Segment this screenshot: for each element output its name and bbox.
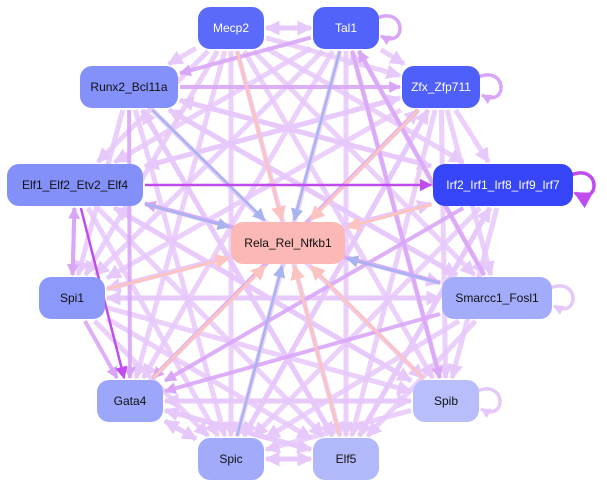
edge-Elf5-to-Runx2_Bcl11a <box>140 108 335 438</box>
edge-Mecp2-to-Runx2_Bcl11a <box>167 46 198 67</box>
node-label: Zfx_Zfp711 <box>411 80 471 94</box>
self-loop-Spib <box>476 387 502 419</box>
node-Rela_Rel_Nfkb1[interactable]: Rela_Rel_Nfkb1 <box>231 222 345 264</box>
edge-Zfx_Zfp711-to-Irf2_Irf1_Irf8_Irf9_Irf7 <box>453 108 491 164</box>
node-label: Mecp2 <box>213 21 249 35</box>
self-loop-layer <box>376 14 596 419</box>
node-Elf1_Elf2_Etv2_Elf4[interactable]: Elf1_Elf2_Etv2_Elf4 <box>7 164 143 206</box>
node-Smarcc1_Fosl1[interactable]: Smarcc1_Fosl1 <box>442 277 552 319</box>
edge-Tal1-to-Rela_Rel_Nfkb1 <box>291 50 342 222</box>
edge-Tal1-to-Elf1_Elf2_Etv2_Elf4 <box>113 46 313 165</box>
edge-Mecp2-to-Rela_Rel_Nfkb1 <box>235 50 286 222</box>
node-label: Spic <box>219 452 242 466</box>
node-label: Rela_Rel_Nfkb1 <box>244 236 332 250</box>
edge-Elf1_Elf2_Etv2_Elf4-to-Rela_Rel_Nfkb1 <box>144 202 231 231</box>
node-box[interactable] <box>402 66 480 108</box>
edge-Smarcc1_Fosl1-to-Tal1 <box>357 49 486 276</box>
edge-Spib-to-Rela_Rel_Nfkb1 <box>309 264 425 380</box>
node-Elf5[interactable]: Elf5 <box>313 438 379 480</box>
edge-Spic-to-Gata4 <box>163 418 198 442</box>
node-label: Elf5 <box>336 452 357 466</box>
node-Spic[interactable]: Spic <box>198 438 264 480</box>
self-loop-Irf2_Irf1_Irf8_Irf9_Irf7 <box>570 171 596 209</box>
node-label: Irf2_Irf1_Irf8_Irf9_Irf7 <box>446 178 560 192</box>
edge-layer <box>66 20 500 467</box>
edge-Runx2_Bcl11a-to-Gata4 <box>123 109 136 380</box>
node-box[interactable] <box>231 222 345 264</box>
node-box[interactable] <box>7 164 143 206</box>
edge-Elf5-to-Rela_Rel_Nfkb1 <box>290 264 342 437</box>
node-label: Elf1_Elf2_Etv2_Elf4 <box>22 178 128 192</box>
node-box[interactable] <box>39 277 105 319</box>
edge-Spi1-to-Gata4 <box>83 320 119 380</box>
edge-Irf2_Irf1_Irf8_Irf9_Irf7-to-Runx2_Bcl11a <box>178 96 432 169</box>
node-Runx2_Bcl11a[interactable]: Runx2_Bcl11a <box>80 66 178 108</box>
edge-Tal1-to-Gata4 <box>141 49 335 380</box>
node-box[interactable] <box>413 380 479 422</box>
node-Spi1[interactable]: Spi1 <box>39 277 105 319</box>
edge-Irf2_Irf1_Irf8_Irf9_Irf7-to-Gata4 <box>163 206 465 383</box>
node-box[interactable] <box>433 164 573 206</box>
node-Spib[interactable]: Spib <box>413 380 479 422</box>
node-label: Tal1 <box>335 21 357 35</box>
edge-Spib-to-Elf1_Elf2_Etv2_Elf4 <box>113 205 413 383</box>
edge-Zfx_Zfp711-to-Rela_Rel_Nfkb1 <box>309 108 420 222</box>
edge-Spic-to-Rela_Rel_Nfkb1 <box>235 264 286 437</box>
edge-Zfx_Zfp711-to-Spi1 <box>105 107 403 281</box>
edge-Spi1-to-Elf1_Elf2_Etv2_Elf4 <box>68 206 81 276</box>
node-Zfx_Zfp711[interactable]: Zfx_Zfp711 <box>402 66 480 108</box>
node-label: Runx2_Bcl11a <box>90 80 167 94</box>
edge-Smarcc1_Fosl1-to-Rela_Rel_Nfkb1 <box>345 255 441 285</box>
edge-Smarcc1_Fosl1-to-Spic <box>264 318 461 440</box>
node-Irf2_Irf1_Irf8_Irf9_Irf7[interactable]: Irf2_Irf1_Irf8_Irf9_Irf7 <box>433 164 573 206</box>
node-Gata4[interactable]: Gata4 <box>97 380 163 422</box>
node-label: Spi1 <box>60 291 84 305</box>
node-box[interactable] <box>198 438 264 480</box>
edge-Smarcc1_Fosl1-to-Runx2_Bcl11a <box>167 107 459 278</box>
edge-Runx2_Bcl11a-to-Rela_Rel_Nfkb1 <box>151 109 266 221</box>
edge-Smarcc1_Fosl1-to-Gata4 <box>163 312 441 395</box>
node-box[interactable] <box>313 438 379 480</box>
node-label: Spib <box>434 394 458 408</box>
node-label: Gata4 <box>114 394 147 408</box>
node-label: Smarcc1_Fosl1 <box>455 291 539 305</box>
self-loop-Tal1 <box>376 14 402 46</box>
node-box[interactable] <box>442 277 552 319</box>
node-Mecp2[interactable]: Mecp2 <box>198 7 264 49</box>
node-box[interactable] <box>80 66 178 108</box>
node-box[interactable] <box>198 7 264 49</box>
node-box[interactable] <box>97 380 163 422</box>
node-box[interactable] <box>313 7 379 49</box>
self-loop-Smarcc1_Fosl1 <box>549 284 575 316</box>
self-loop-Zfx_Zfp711 <box>477 73 503 105</box>
edge-Spic-to-Zfx_Zfp711 <box>241 108 431 438</box>
edge-Spi1-to-Rela_Rel_Nfkb1 <box>106 254 231 291</box>
edge-Tal1-to-Zfx_Zfp711 <box>379 47 406 67</box>
edge-Tal1-to-Runx2_Bcl11a <box>178 35 312 77</box>
edge-Gata4-to-Rela_Rel_Nfkb1 <box>151 264 267 380</box>
edge-Irf2_Irf1_Irf8_Irf9_Irf7-to-Rela_Rel_Nfkb1 <box>345 202 432 231</box>
node-Tal1[interactable]: Tal1 <box>313 7 379 49</box>
edge-Elf1_Elf2_Etv2_Elf4-to-Zfx_Zfp711 <box>144 94 402 169</box>
